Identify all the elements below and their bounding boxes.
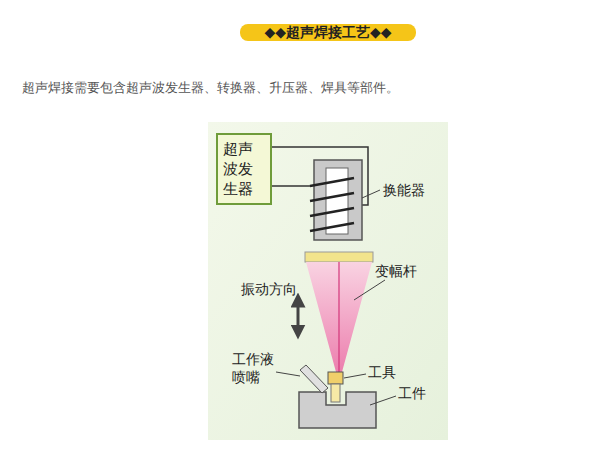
workpiece [299,392,376,428]
leader-line [344,374,366,378]
nozzle [300,365,328,393]
intro-text: 超声焊接需要包含超声波发生器、转换器、升压器、焊具等部件。 [22,79,399,96]
double-arrow [297,300,300,332]
part-label: 振动方向 [241,280,297,298]
tool-holder [328,372,343,384]
title: ◆◆超声焊接工艺◆◆ [240,22,416,42]
leader-line [276,372,300,376]
flange [305,252,373,262]
leader-line [362,190,380,198]
horn [306,262,372,372]
leader-line [354,280,385,300]
part-label: 工作液 喷嘴 [232,350,280,386]
leader-line [370,396,396,405]
figure-ground [208,122,448,440]
tool [331,384,340,402]
box-text: 超声波发生器 [223,139,253,199]
part-label: 变幅杆 [375,262,417,280]
part-label: 换能器 [383,181,425,199]
part-label: 工件 [398,384,426,402]
part-label: 工具 [368,363,396,381]
generator-box: 超声波发生器 [216,133,272,205]
coil-windings [310,178,354,231]
